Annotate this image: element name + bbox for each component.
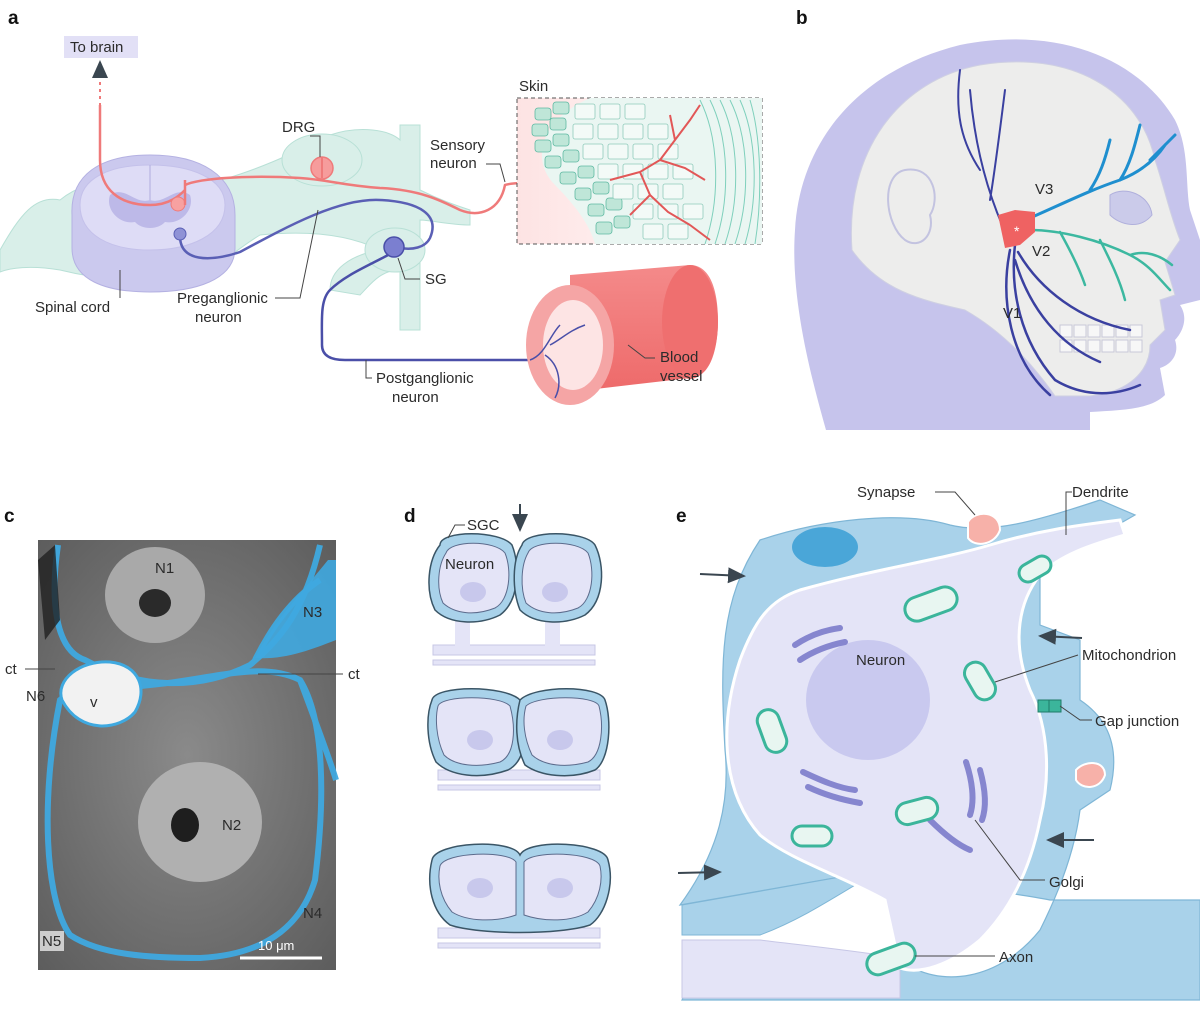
panel-c-letter: c (4, 506, 15, 527)
axon-label: Axon (999, 949, 1033, 966)
synapse-terminal-2 (1075, 762, 1107, 788)
v3-label: V3 (1035, 181, 1053, 198)
panel-c: c 10 μm N1 N3 N2 N4 N5 N6 v ct ct (4, 506, 361, 970)
spinal-cord (71, 154, 236, 293)
gap-junction (1037, 699, 1062, 713)
golgi-stacks (792, 625, 988, 853)
panel-e: e (676, 484, 1200, 1001)
e-arrow-1 (699, 567, 746, 584)
mitochondria (755, 554, 1053, 977)
sensory-neuron-label-1: Sensory (430, 137, 486, 154)
mitochondrion-label: Mitochondrion (1082, 647, 1176, 664)
eye-orbit (1109, 190, 1153, 225)
sg-cell-body (383, 236, 405, 258)
vacuole (59, 660, 143, 728)
sg-label: SG (425, 271, 447, 288)
sgc-label: SGC (467, 517, 500, 534)
e-arrow-2 (1038, 628, 1083, 645)
panel-b: b * V3 V2 V1 (794, 8, 1200, 430)
n2-label: N2 (222, 817, 241, 834)
dendrite-label: Dendrite (1072, 484, 1129, 501)
v1-label: V1 (1003, 305, 1021, 322)
preganglionic-cell-body (173, 227, 187, 241)
preganglionic-label-1: Preganglionic (177, 290, 268, 307)
golgi-label: Golgi (1049, 874, 1084, 891)
synapse-terminal (967, 512, 1002, 545)
blood-vessel-label-2: vessel (660, 368, 703, 385)
postganglionic-axon (320, 253, 530, 362)
n6-label: N6 (26, 688, 45, 705)
n3-stain (255, 560, 336, 659)
postganglionic-label-1: Postganglionic (376, 370, 474, 387)
n2-nucleolus (171, 808, 199, 842)
sensory-terminal (170, 196, 186, 212)
skin-label: Skin (519, 78, 548, 95)
preganglionic-label-2: neuron (195, 309, 242, 326)
sensory-nerve-endings (609, 104, 711, 241)
panel-d: d (404, 504, 612, 949)
gap-junction-label: Gap junction (1095, 713, 1179, 730)
e-neuron-label: Neuron (856, 652, 905, 669)
n4-label: N4 (303, 905, 322, 922)
to-brain-label: To brain (70, 39, 123, 56)
blood-vessel (526, 265, 718, 405)
drg-label: DRG (282, 119, 315, 136)
trigeminal-branches (957, 69, 1177, 397)
spinal-cord-label: Spinal cord (35, 299, 110, 316)
to-brain-box (64, 36, 138, 58)
n1-label: N1 (155, 560, 174, 577)
ct-right-label: ct (348, 666, 361, 683)
synapse-label: Synapse (857, 484, 915, 501)
panel-a-letter: a (8, 8, 19, 29)
panel-b-letter: b (796, 8, 808, 29)
glia-nucleus (792, 527, 858, 567)
v-label: v (90, 694, 98, 711)
sensory-neuron-label-2: neuron (430, 155, 477, 172)
ct-left-label: ct (5, 661, 18, 678)
d-row-3 (429, 843, 612, 949)
v2-label: V2 (1032, 243, 1050, 260)
n1-nucleolus (139, 589, 171, 617)
ear (887, 168, 936, 245)
n3-label: N3 (303, 604, 322, 621)
d-row-2 (427, 688, 610, 791)
d-neuron-label: Neuron (445, 556, 494, 573)
trigeminal-ganglion (998, 210, 1035, 248)
ganglion-asterisk: * (1014, 223, 1020, 239)
postganglionic-label-2: neuron (392, 389, 439, 406)
d-row-1 (428, 533, 603, 666)
n5-label: N5 (42, 933, 61, 950)
e-arrow-4 (677, 864, 722, 881)
panel-a: a To brain (0, 8, 763, 406)
skin-inset (516, 97, 763, 245)
preganglionic-axon (178, 198, 434, 260)
panel-d-letter: d (404, 506, 416, 527)
blood-vessel-label-1: Blood (660, 349, 698, 366)
scale-bar-label: 10 μm (258, 938, 294, 953)
panel-e-letter: e (676, 506, 687, 527)
neuron-nucleus (806, 640, 930, 760)
